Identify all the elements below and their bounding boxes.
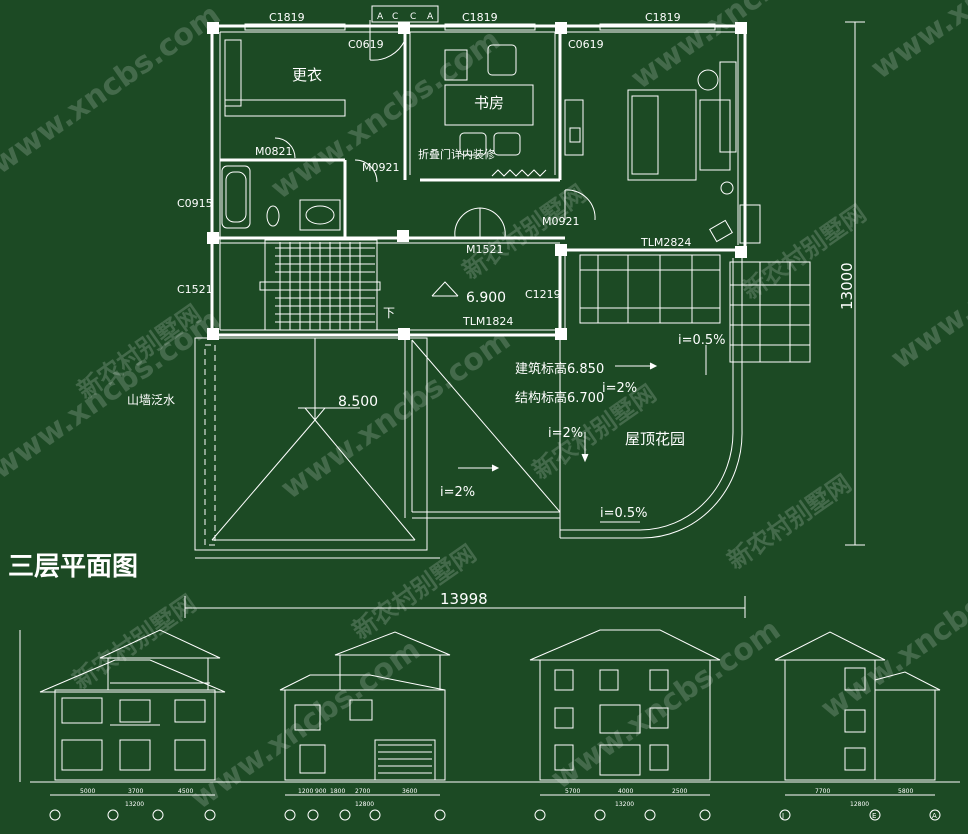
elev-dim: 5000 [80, 788, 95, 795]
window-letter: A [427, 12, 434, 22]
elev-total: 12800 [355, 801, 374, 808]
elevation-rear [529, 629, 721, 796]
elev-dim: 5700 [565, 788, 580, 795]
bathroom-fixtures [221, 165, 341, 231]
window-letter: A [377, 12, 384, 22]
room-dressing: 更衣 [292, 66, 322, 84]
door-code: M1521 [466, 243, 504, 256]
width-dimension: 13998 [440, 590, 488, 608]
elevations: 5000 3700 4500 13200 1200 900 1800 2700 … [19, 629, 960, 821]
window-code: C0915 [177, 197, 213, 210]
room-roof-garden: 屋顶花园 [625, 430, 685, 448]
door-code: M0921 [362, 161, 400, 174]
elev-total: 12800 [850, 801, 869, 808]
top-windows [244, 5, 716, 31]
roof-garden-railing [404, 258, 743, 539]
slope-label: i=2% [440, 485, 475, 500]
elevation-side-left [279, 631, 451, 796]
watermark-site: www.xncbs.com [545, 612, 787, 796]
watermark-name: 新农村别墅网 [722, 469, 856, 575]
slope-label: i=0.5% [600, 506, 648, 521]
elev-dim: 4500 [178, 788, 193, 795]
window-code: C1819 [645, 11, 681, 24]
slope-label: i=2% [602, 381, 637, 396]
elev-dim: 5800 [898, 788, 913, 795]
bedroom-furniture [627, 61, 761, 244]
wardrobe [224, 39, 346, 117]
level-8500: 8.500 [338, 394, 378, 410]
axis-markers [49, 809, 941, 821]
axis-letter: E [872, 812, 876, 820]
window-code: C1819 [269, 11, 305, 24]
elev-total: 13200 [125, 801, 144, 808]
dimension-lines [184, 21, 865, 618]
elev-dim: 4000 [618, 788, 633, 795]
floor-plan: A C C A C1819 C1819 C1819 C0619 C0619 M0… [8, 5, 865, 618]
elev-dim: 3700 [128, 788, 143, 795]
folding-door-note: 折叠门详内装修 [418, 147, 495, 161]
watermark-site: www.xncbs.com [815, 542, 968, 726]
window-code: C0619 [348, 38, 384, 51]
plan-title: 三层平面图 [8, 552, 138, 582]
elev-dim: 1200 [298, 788, 313, 795]
door-code: TLM1824 [462, 315, 513, 328]
watermark-name: 新农村别墅网 [67, 589, 201, 695]
elevation-front [19, 629, 226, 796]
elev-dim: 7700 [815, 788, 830, 795]
watermark-site: www.xncbs.com [885, 192, 968, 376]
slope-arrows [298, 281, 707, 523]
study-furniture [444, 44, 584, 156]
folding-door [491, 169, 547, 177]
elev-dim: 2700 [355, 788, 370, 795]
axis-letter: J [781, 812, 784, 820]
room-study: 书房 [474, 94, 504, 112]
elev-dim: 1800 [330, 788, 345, 795]
struct-elevation: 结构标高6.700 [515, 390, 604, 406]
watermark-site: www.xncbs.com [865, 0, 968, 87]
hip-roof [194, 337, 440, 559]
pergola [579, 254, 811, 363]
elev-dim: 900 [315, 788, 327, 795]
watermarks: www.xncbs.com www.xncbs.com www.xncbs.co… [0, 0, 968, 817]
window-code: C1219 [525, 288, 561, 301]
door-code: M0821 [255, 145, 293, 158]
stair-down-label: 下 [383, 306, 395, 320]
watermark-site: www.xncbs.com [0, 0, 227, 182]
window-code: C1819 [462, 11, 498, 24]
axis-letter: A [932, 812, 937, 820]
window-code: C0619 [568, 38, 604, 51]
elevation-side-right [774, 631, 941, 796]
arch-elevation: 建筑标高6.850 [515, 361, 604, 377]
level-6900: 6.900 [466, 290, 506, 306]
depth-dimension: 13000 [838, 262, 856, 310]
window-code: C1521 [177, 283, 213, 296]
elev-total: 13200 [615, 801, 634, 808]
wall-flashing-note: 山墙泛水 [127, 393, 175, 407]
elev-dim: 2500 [672, 788, 687, 795]
door-code: M0921 [542, 215, 580, 228]
window-letter: C [392, 12, 398, 22]
elev-dim: 3600 [402, 788, 417, 795]
door-code: TLM2824 [640, 236, 691, 249]
slope-label: i=0.5% [678, 333, 726, 348]
doors [274, 20, 596, 238]
columns [207, 22, 747, 340]
exterior-walls [210, 24, 747, 338]
slope-label: i=2% [548, 426, 583, 441]
stairs [259, 239, 381, 331]
window-letter: C [410, 12, 416, 22]
watermark-name: 新农村别墅网 [457, 179, 591, 285]
